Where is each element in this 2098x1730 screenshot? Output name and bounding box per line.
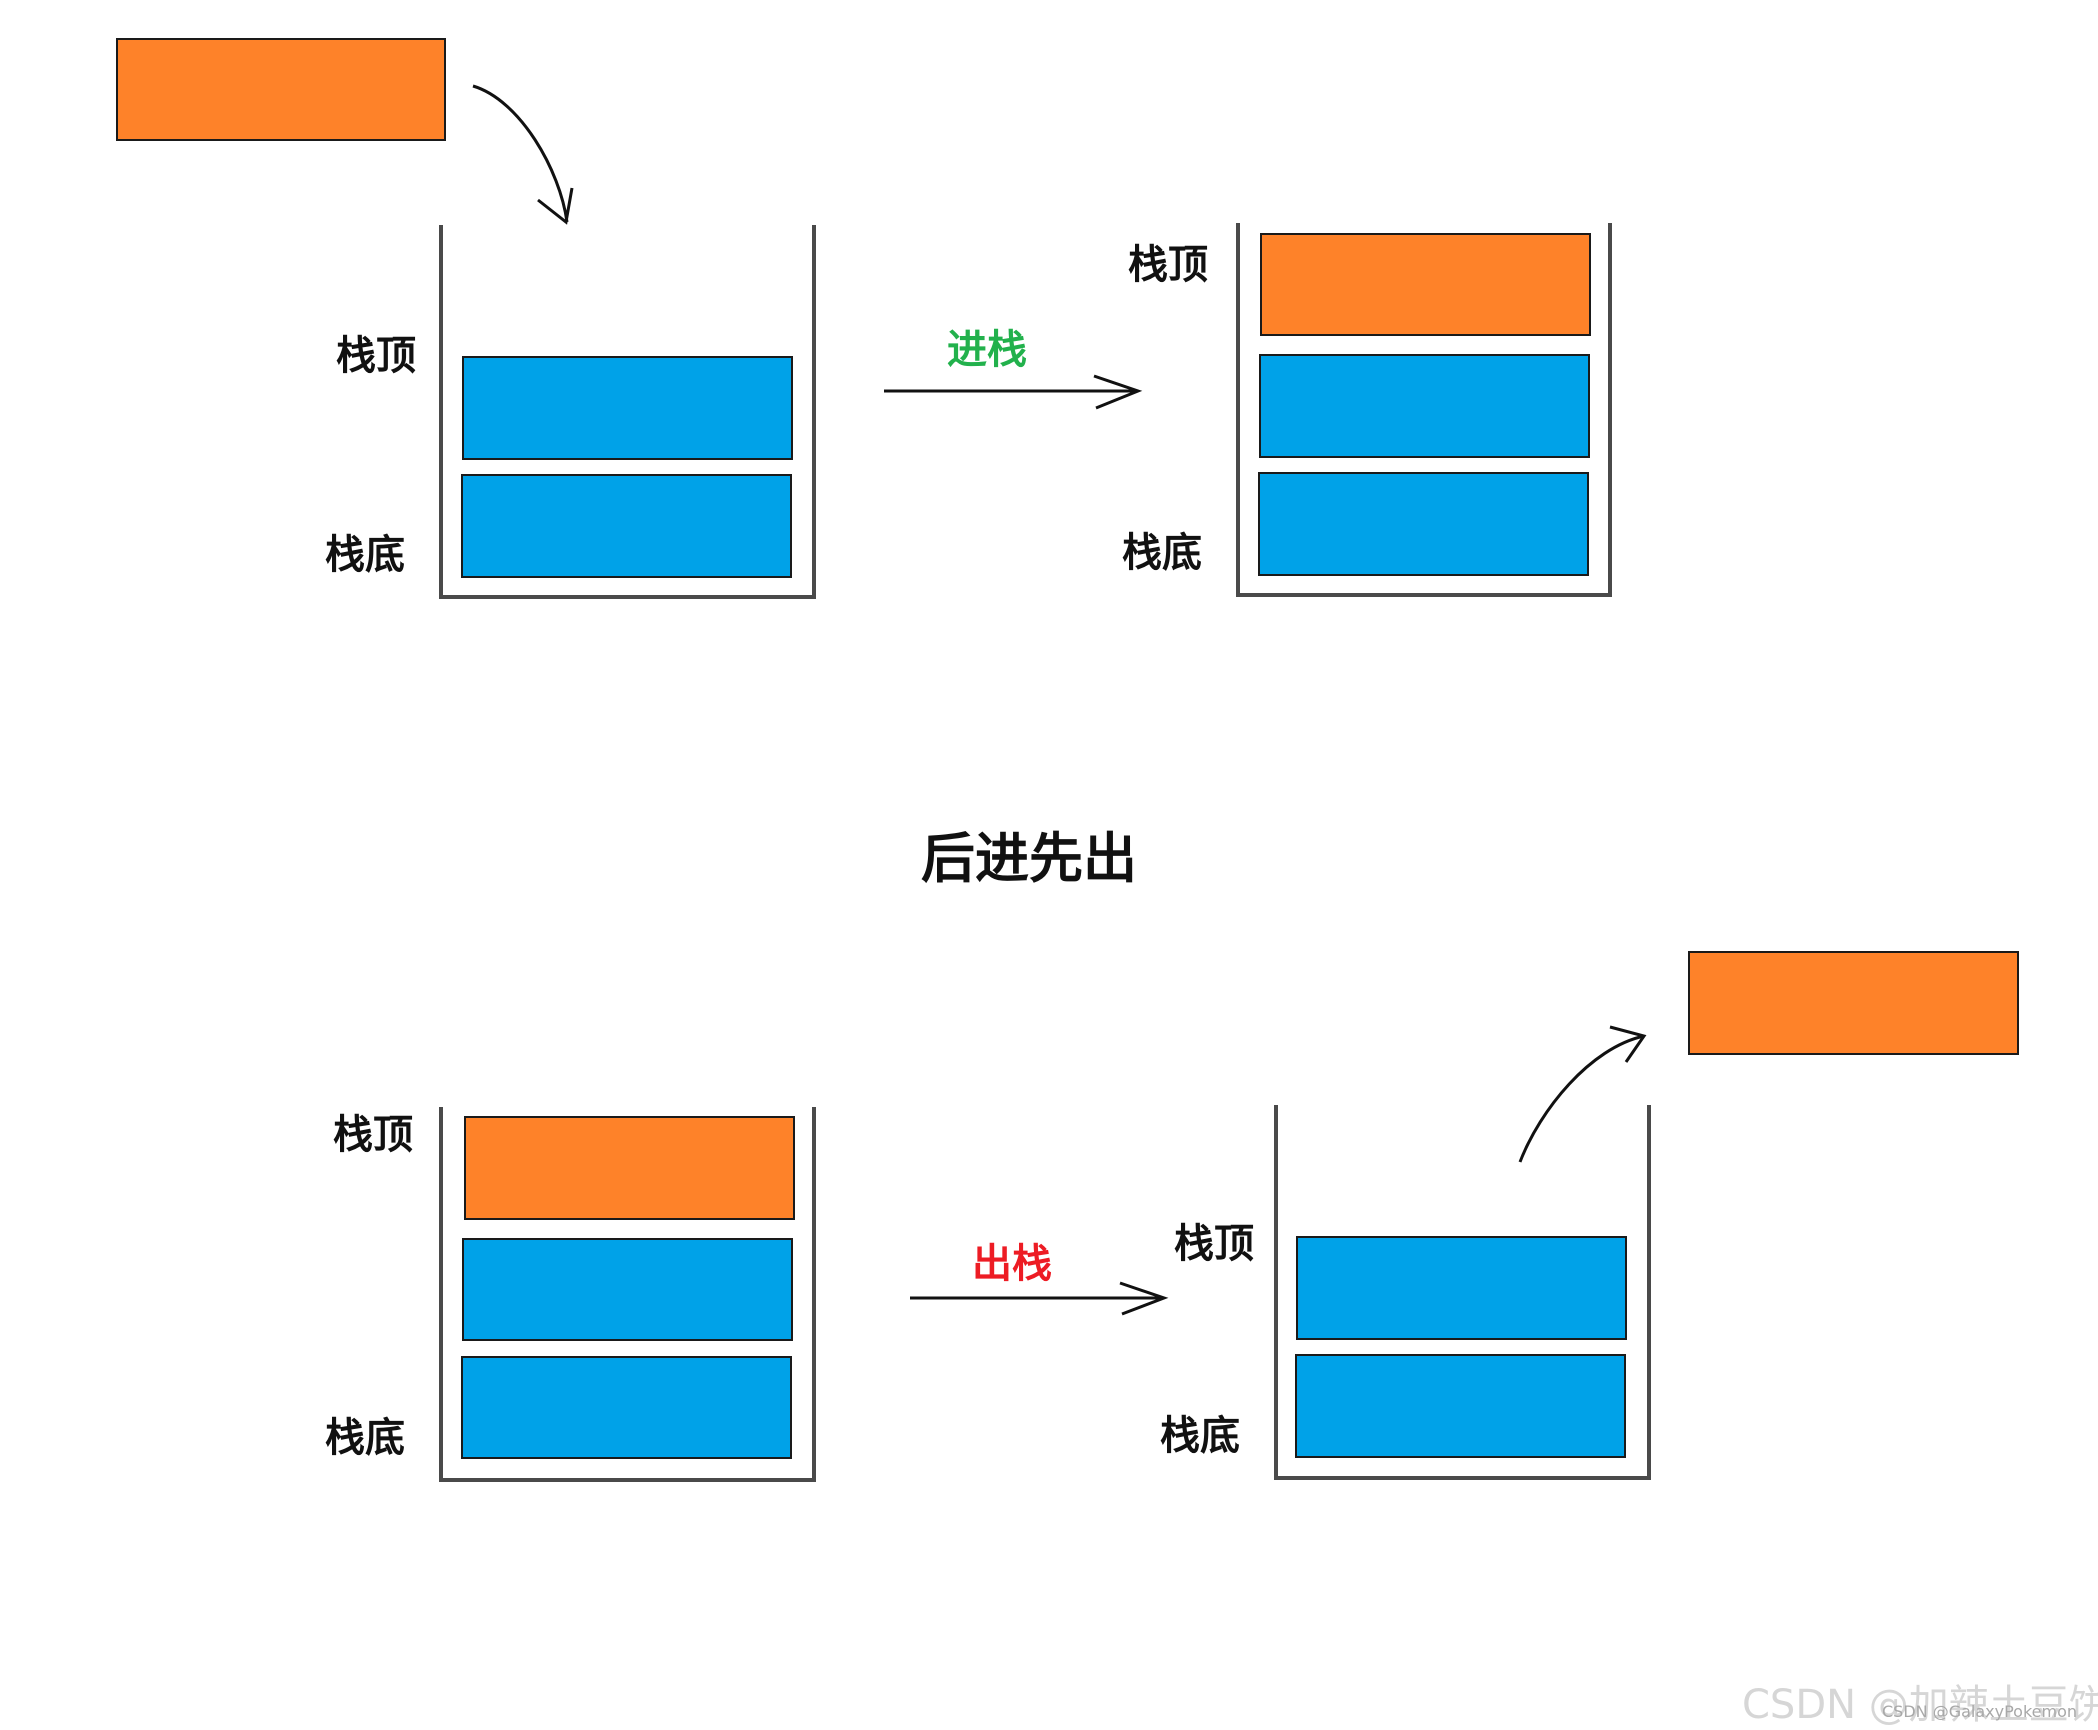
stack-element-top	[462, 356, 793, 460]
outgoing-element-orange	[116, 38, 446, 141]
diagram-title: 后进先出	[921, 827, 1137, 890]
label-stack-top: 栈顶	[1128, 242, 1208, 288]
pop-curve-arrow-icon	[1518, 1025, 1647, 1163]
label-stack-bottom: 栈底	[325, 1415, 405, 1461]
stack-element-middle	[1259, 354, 1590, 458]
stack-container-after-push	[1236, 223, 1612, 597]
stack-element-middle	[462, 1238, 793, 1341]
stack-element-top-orange	[464, 1116, 795, 1220]
push-arrow-icon	[884, 374, 1143, 410]
label-stack-top: 栈顶	[333, 1112, 413, 1158]
stack-container-before-pop	[439, 1107, 816, 1482]
label-stack-top: 栈顶	[1174, 1221, 1254, 1267]
stack-element-bottom	[461, 1356, 792, 1459]
label-stack-bottom: 栈底	[1122, 530, 1202, 576]
label-stack-top: 栈顶	[336, 333, 416, 379]
label-stack-bottom: 栈底	[325, 532, 405, 578]
stack-element-bottom	[461, 474, 792, 578]
stack-element-bottom	[1258, 472, 1589, 576]
stack-container-after-pop	[1274, 1105, 1651, 1480]
stack-element-bottom	[1295, 1354, 1626, 1458]
watermark-main: CSDN @加辣土豆饼	[1742, 1682, 2098, 1728]
push-label: 进栈	[947, 327, 1027, 373]
push-curve-arrow-icon	[472, 84, 574, 225]
watermark-overlay: CSDN @GalaxyPokemon	[1882, 1702, 2078, 1721]
outgoing-element-orange	[1688, 951, 2019, 1055]
label-stack-bottom: 栈底	[1160, 1413, 1240, 1459]
stack-element-top-orange	[1260, 233, 1591, 336]
pop-label: 出栈	[972, 1241, 1052, 1287]
pop-arrow-icon	[910, 1281, 1169, 1316]
stack-container-before-push	[439, 225, 816, 599]
stack-element-top	[1296, 1236, 1627, 1340]
